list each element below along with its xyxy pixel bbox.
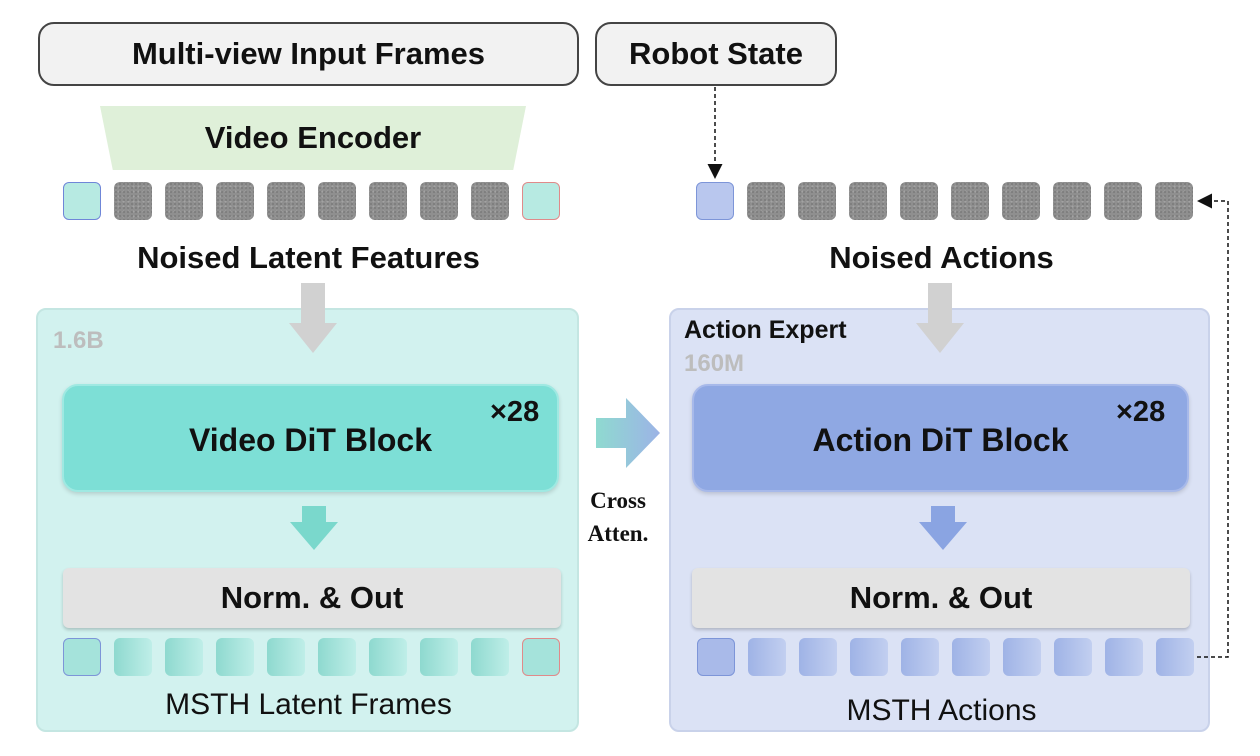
video-norm-out: Norm. & Out — [63, 568, 561, 628]
action-token — [951, 182, 989, 220]
action-output-token — [901, 638, 939, 676]
latent-token — [369, 182, 407, 220]
latent-token — [471, 182, 509, 220]
action-norm-out-label: Norm. & Out — [849, 580, 1033, 615]
latent-token — [318, 182, 356, 220]
action-token — [900, 182, 938, 220]
cross-attention-line2: Atten. — [587, 521, 649, 546]
action-dit-block: Action DiT Block — [692, 384, 1189, 492]
action-token — [849, 182, 887, 220]
action-output-token — [1156, 638, 1194, 676]
latent-output-token — [267, 638, 305, 676]
cross-attention-line1: Cross — [590, 488, 646, 513]
latent-output-token — [216, 638, 254, 676]
action-output-token — [1003, 638, 1041, 676]
latent-output-token — [471, 638, 509, 676]
teal-down-arrow-icon — [290, 506, 338, 550]
latent-token — [216, 182, 254, 220]
latent-token — [420, 182, 458, 220]
robot-state-label: Robot State — [629, 36, 803, 71]
action-token — [1002, 182, 1040, 220]
latent-token — [165, 182, 203, 220]
action-output-token — [697, 638, 735, 676]
video-encoder-label: Video Encoder — [204, 120, 422, 155]
robot-state-box: Robot State — [595, 22, 837, 86]
action-output-token — [1054, 638, 1092, 676]
video-dit-block-label: Video DiT Block — [188, 421, 432, 458]
latent-output-token — [522, 638, 560, 676]
noised-latent-features-label: Noised Latent Features — [137, 240, 480, 275]
latent-token — [522, 182, 560, 220]
latent-token — [267, 182, 305, 220]
action-token — [696, 182, 734, 220]
action-output-token — [748, 638, 786, 676]
video-encoder: Video Encoder — [100, 106, 526, 170]
action-output-token — [952, 638, 990, 676]
action-output-token — [850, 638, 888, 676]
cross-attention-label: Cross Atten. — [576, 484, 660, 550]
action-output-token — [799, 638, 837, 676]
latent-output-token — [114, 638, 152, 676]
action-norm-out: Norm. & Out — [692, 568, 1190, 628]
cross-attention-arrow-icon — [596, 398, 660, 468]
feedback-dashed-loop — [1197, 193, 1229, 658]
video-norm-out-label: Norm. & Out — [220, 580, 404, 615]
latent-token — [114, 182, 152, 220]
latent-token — [63, 182, 101, 220]
action-token — [747, 182, 785, 220]
action-expert-size-tag: 160M — [684, 350, 745, 377]
action-dit-block-label: Action DiT Block — [812, 421, 1069, 458]
latent-output-token — [369, 638, 407, 676]
action-expert-label: Action Expert — [684, 316, 847, 344]
video-dit-block: Video DiT Block — [62, 384, 559, 492]
down-arrow-icon — [289, 283, 337, 353]
video-dit-repeat: ×28 — [490, 396, 540, 428]
latent-output-token — [318, 638, 356, 676]
action-token — [1104, 182, 1142, 220]
action-token — [1053, 182, 1091, 220]
action-dit-repeat: ×28 — [1116, 396, 1166, 428]
multi-view-input-frames-box: Multi-view Input Frames — [38, 22, 579, 86]
action-output-token — [1105, 638, 1143, 676]
down-arrow-icon — [916, 283, 964, 353]
multi-view-input-frames-label: Multi-view Input Frames — [131, 36, 486, 71]
msth-actions-label: MSTH Actions — [846, 694, 1037, 727]
noised-actions-label: Noised Actions — [829, 240, 1054, 275]
action-token — [798, 182, 836, 220]
video-model-size-tag: 1.6B — [53, 327, 104, 354]
latent-output-token — [63, 638, 101, 676]
latent-output-token — [165, 638, 203, 676]
latent-output-token — [420, 638, 458, 676]
blue-down-arrow-icon — [919, 506, 967, 550]
msth-latent-frames-label: MSTH Latent Frames — [165, 688, 452, 721]
action-token — [1155, 182, 1193, 220]
